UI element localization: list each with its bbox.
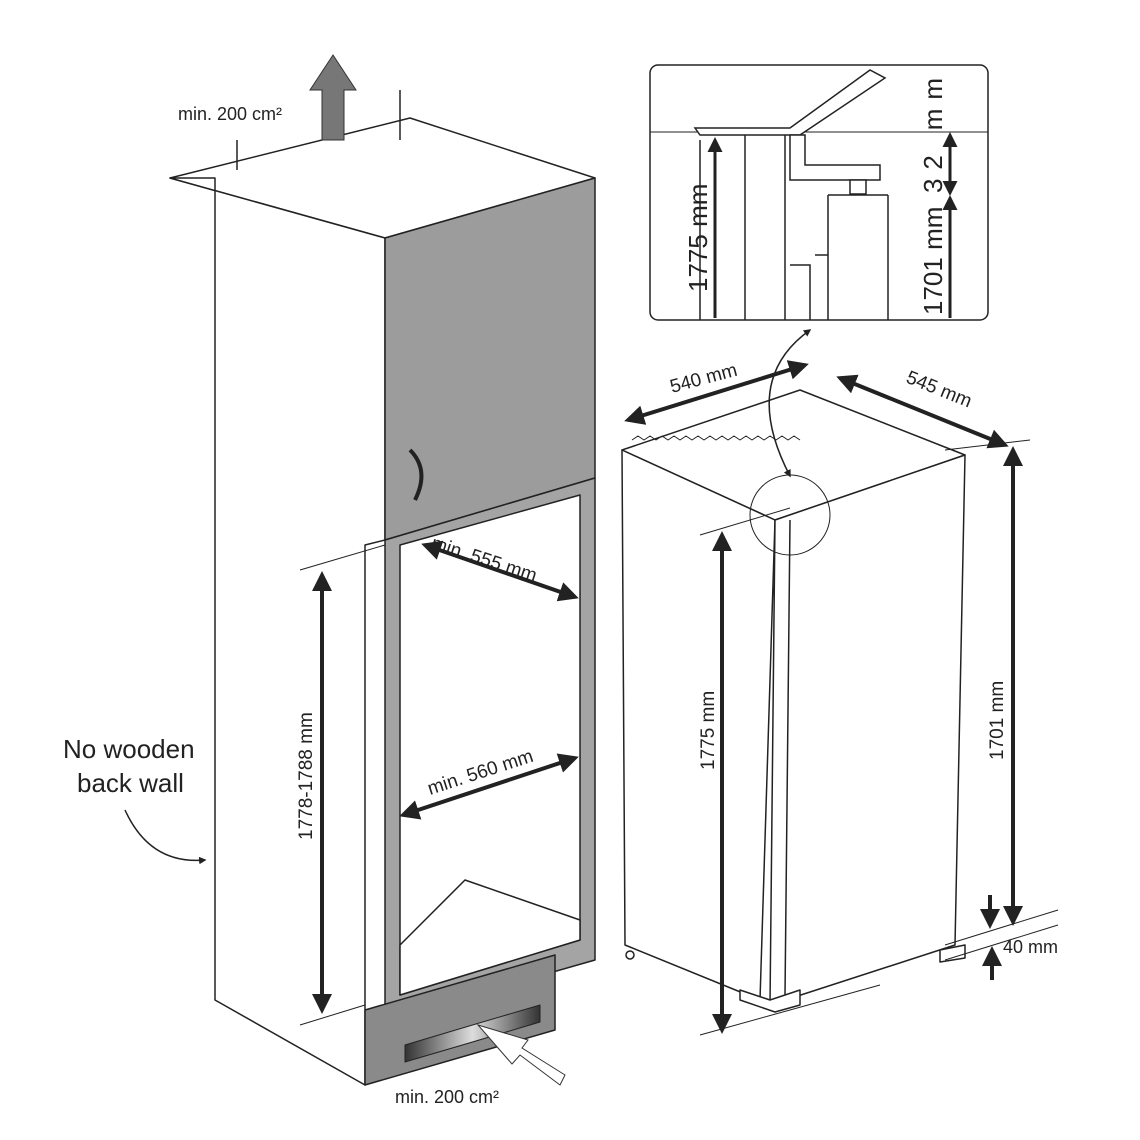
niche-floor (399, 879, 581, 996)
depth-545-label: 545 mm (903, 367, 975, 412)
foot-40-label: 40 mm (1003, 937, 1058, 957)
cabinet-side-panel (169, 177, 386, 1086)
niche-height-label: 1778-1788 mm (296, 712, 317, 840)
inset-1701-label: 1701 mm (918, 207, 948, 315)
dim-width-540 (624, 360, 809, 425)
detail-inset (649, 64, 989, 321)
inset-1775-label: 1775 mm (683, 184, 713, 292)
dim-depth-555 (421, 540, 579, 602)
appliance (621, 329, 966, 1013)
appliance-front (769, 454, 966, 1006)
vent-top-label: min. 200 cm² (178, 104, 282, 124)
airflow-up-arrow (309, 54, 357, 141)
back-wall-label-2: back wall (77, 768, 184, 798)
back-wall-label-1: No wooden (63, 734, 195, 764)
dim-depth-545 (836, 374, 1009, 449)
height-1701-label: 1701 mm (987, 681, 1008, 760)
back-wall-pointer (124, 809, 207, 865)
door-handle (408, 448, 424, 501)
foot-bracket-right (939, 944, 966, 963)
height-1775-label: 1775 mm (698, 691, 719, 770)
plinth-vent (404, 1004, 541, 1063)
cabinet-door (384, 177, 596, 541)
airflow-in-arrow (476, 1024, 566, 1086)
width-540-label: 540 mm (668, 360, 740, 398)
cabinet (169, 90, 596, 1086)
vent-bottom-label: min. 200 cm² (395, 1087, 499, 1107)
dim-width-560 (399, 753, 579, 820)
foot-bracket (739, 989, 801, 1013)
